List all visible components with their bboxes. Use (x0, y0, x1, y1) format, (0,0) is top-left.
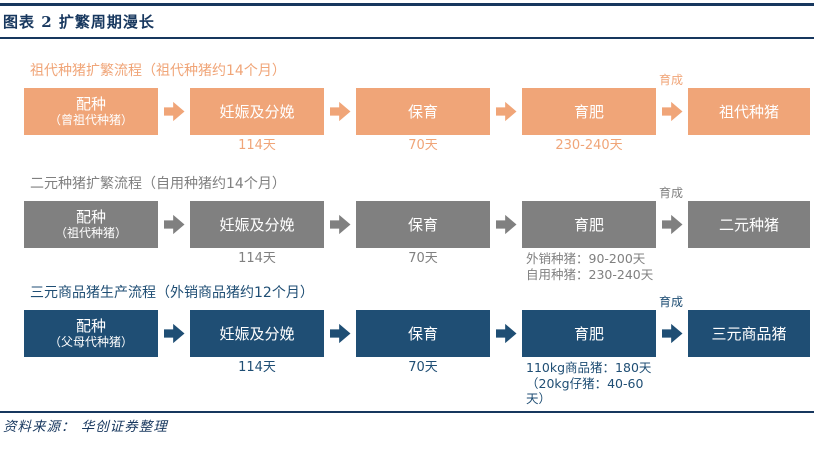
stage-caption: 114天 (238, 138, 276, 153)
stage-caption-multiline: 110kg商品猪：180天 （20kg仔猪：40-60天） (522, 360, 656, 407)
stage-box-result: 祖代种猪 (688, 88, 810, 135)
bottom-rule (0, 411, 814, 413)
flow-arrow-cell (329, 88, 351, 135)
stage-box-label: 二元种猪 (718, 215, 779, 234)
stage-box-label: 配种 (75, 95, 106, 113)
flow-grid: 配种 （父母代种猪） 妊娠及分娩 保育 育肥 育成 三元商品猪 114天 (24, 295, 810, 407)
row-title: 二元种猪扩繁流程（自用种猪约14个月） (30, 176, 286, 192)
row-title: 祖代种猪扩繁流程（祖代种猪约14个月） (30, 63, 286, 79)
title-rule (0, 37, 814, 39)
right-arrow-icon (329, 101, 351, 122)
stage-box-label: 三元商品猪 (711, 324, 787, 343)
flow-arrow-cell (163, 201, 185, 248)
grow-stage-label: 育成 (659, 73, 684, 87)
stage-box-mating: 配种 （祖代种猪） (24, 201, 158, 248)
flow-arrow-cell-grow: 育成 (659, 73, 683, 135)
flow-arrow-cell (163, 88, 185, 135)
chart-title: 图表 2 扩繁周期漫长 (3, 13, 155, 31)
flow-arrow-cell-grow: 育成 (659, 186, 683, 248)
stage-caption: 114天 (238, 251, 276, 266)
stage-box-label: 妊娠及分娩 (219, 102, 295, 121)
stage-box-fattening: 育肥 (522, 310, 656, 357)
stage-caption: 230-240天 (555, 138, 623, 153)
stage-box-mating: 配种 （父母代种猪） (24, 310, 158, 357)
flow-grid: 配种 （曾祖代种猪） 妊娠及分娩 保育 育肥 育成 祖代种猪 114天 (24, 73, 810, 154)
stage-box-result: 三元商品猪 (688, 310, 810, 357)
stage-box-gestation: 妊娠及分娩 (190, 201, 324, 248)
flow-arrow-cell (329, 201, 351, 248)
right-arrow-icon (163, 214, 185, 235)
top-rule (0, 3, 814, 6)
flow-row-grandparent: 祖代种猪扩繁流程（祖代种猪约14个月） 配种 （曾祖代种猪） 妊娠及分娩 保育 … (24, 62, 810, 154)
stage-caption-line: 外销种猪：90-200天 (526, 251, 646, 266)
stage-box-label: 妊娠及分娩 (219, 324, 295, 343)
stage-box-nursery: 保育 (356, 88, 490, 135)
stage-box-fattening: 育肥 (522, 88, 656, 135)
stage-box-label: 祖代种猪 (718, 102, 779, 121)
right-arrow-icon (329, 214, 351, 235)
flow-arrow-cell (495, 310, 517, 357)
stage-box-label: 育肥 (573, 215, 604, 234)
stage-caption-line: 自用种猪：230-240天 (526, 266, 654, 282)
stage-box-label: 保育 (407, 102, 438, 121)
stage-box-nursery: 保育 (356, 310, 490, 357)
stage-box-mating: 配种 （曾祖代种猪） (24, 88, 158, 135)
stage-caption: 114天 (238, 360, 276, 375)
row-title: 三元商品猪生产流程（外销商品猪约12个月） (30, 285, 314, 301)
right-arrow-icon (495, 214, 517, 235)
stage-box-label: 配种 (75, 208, 106, 226)
right-arrow-icon (163, 323, 185, 344)
grow-stage-label: 育成 (659, 295, 684, 309)
right-arrow-icon (495, 323, 517, 344)
flow-arrow-cell (495, 201, 517, 248)
flow-row-ternary: 三元商品猪生产流程（外销商品猪约12个月） 配种 （父母代种猪） 妊娠及分娩 保… (24, 284, 810, 407)
stage-box-label: 保育 (407, 324, 438, 343)
right-arrow-icon (661, 323, 683, 344)
stage-box-label: 保育 (407, 215, 438, 234)
right-arrow-icon (661, 214, 683, 235)
stage-caption-line: 110kg商品猪：180天 (526, 360, 652, 375)
stage-caption-line: （20kg仔猪：40-60天） (526, 375, 644, 407)
flow-grid: 配种 （祖代种猪） 妊娠及分娩 保育 育肥 育成 二元种猪 114天 (24, 186, 810, 282)
stage-box-label: 育肥 (573, 102, 604, 121)
right-arrow-icon (661, 101, 683, 122)
stage-caption: 70天 (408, 251, 438, 266)
flow-arrow-cell-grow: 育成 (659, 295, 683, 357)
stage-box-fattening: 育肥 (522, 201, 656, 248)
stage-box-gestation: 妊娠及分娩 (190, 88, 324, 135)
source-note: 资料来源： 华创证券整理 (3, 419, 168, 435)
flow-row-binary: 二元种猪扩繁流程（自用种猪约14个月） 配种 （祖代种猪） 妊娠及分娩 保育 育… (24, 175, 810, 282)
stage-box-nursery: 保育 (356, 201, 490, 248)
right-arrow-icon (329, 323, 351, 344)
stage-box-sublabel: （祖代种猪） (54, 226, 127, 240)
grow-stage-label: 育成 (659, 186, 684, 200)
stage-box-label: 妊娠及分娩 (219, 215, 295, 234)
flow-arrow-cell (163, 310, 185, 357)
right-arrow-icon (163, 101, 185, 122)
stage-box-label: 配种 (75, 317, 106, 335)
stage-caption: 70天 (408, 360, 438, 375)
stage-caption-multiline: 外销种猪：90-200天 自用种猪：230-240天 (522, 251, 656, 282)
stage-box-sublabel: （父母代种猪） (48, 335, 133, 349)
stage-box-result: 二元种猪 (688, 201, 810, 248)
right-arrow-icon (495, 101, 517, 122)
stage-box-sublabel: （曾祖代种猪） (48, 113, 133, 127)
stage-box-label: 育肥 (573, 324, 604, 343)
stage-box-gestation: 妊娠及分娩 (190, 310, 324, 357)
flow-arrow-cell (495, 88, 517, 135)
stage-caption: 70天 (408, 138, 438, 153)
flow-arrow-cell (329, 310, 351, 357)
